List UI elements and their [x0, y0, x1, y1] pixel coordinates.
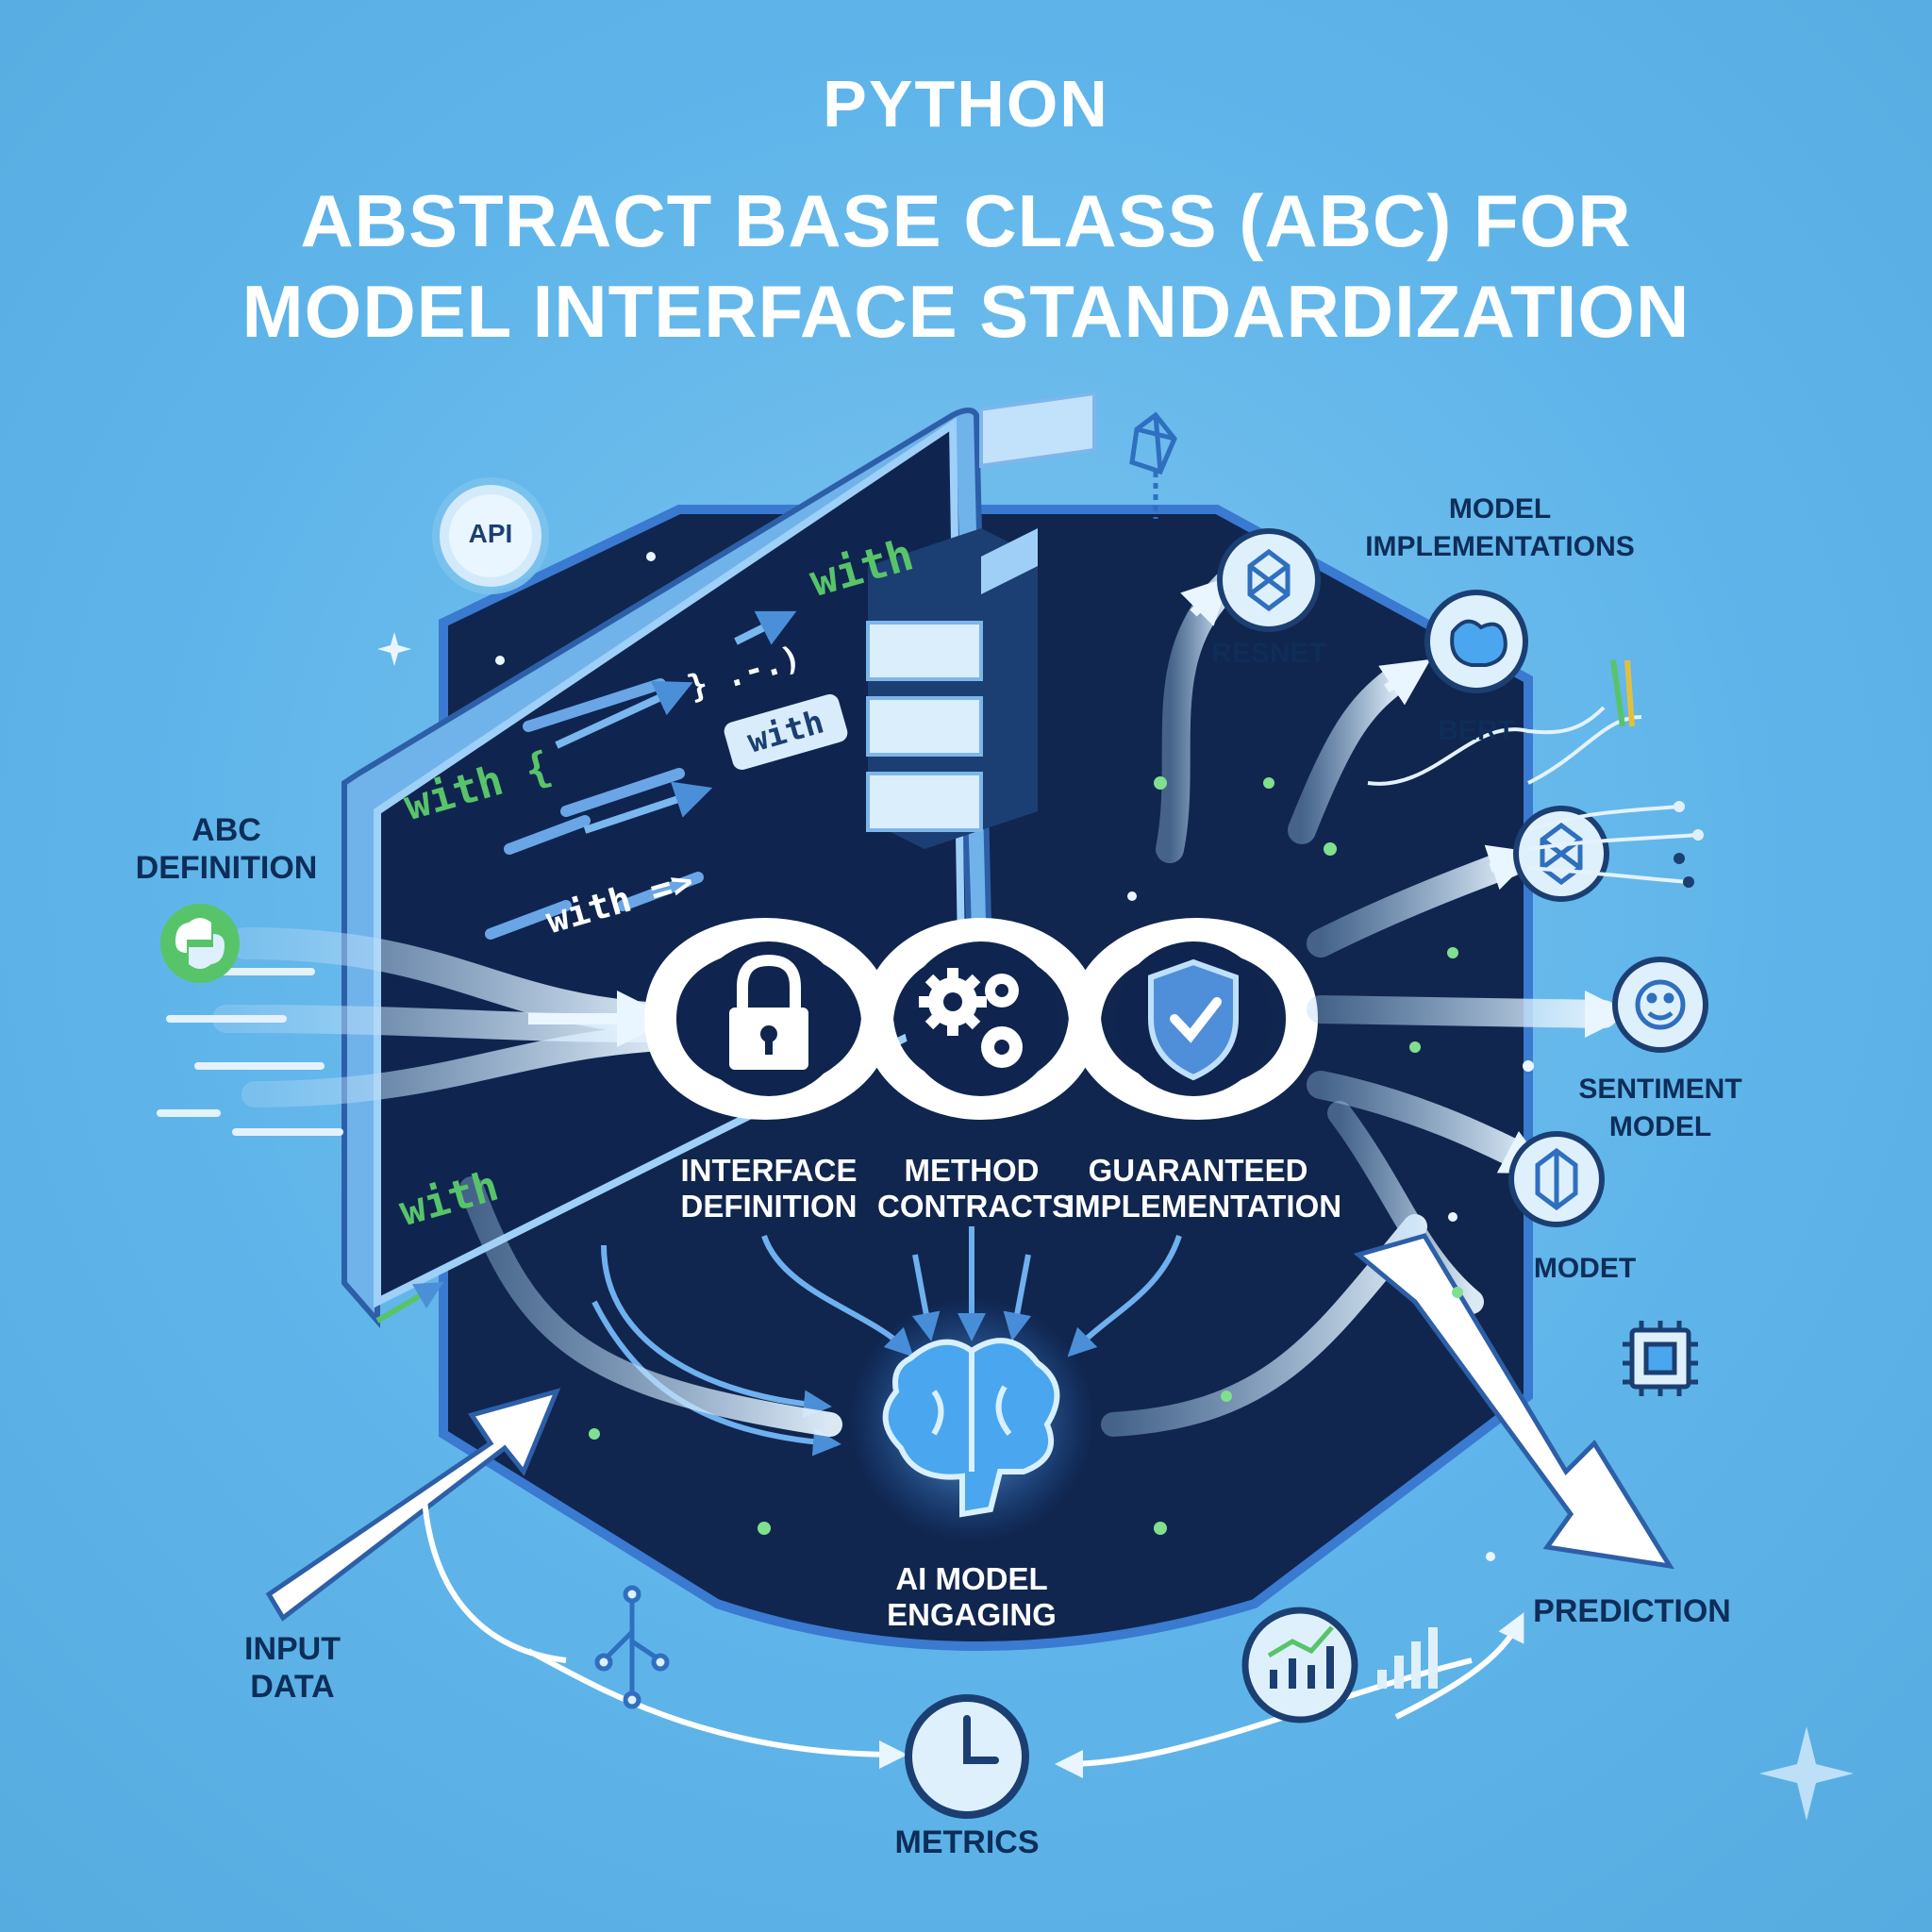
- infinity-loops: [643, 918, 1319, 1120]
- label-bert: BERT: [1438, 715, 1515, 746]
- input-data-arrow: [265, 1388, 561, 1622]
- label-ai-model-engaging: AI MODEL ENGAGING: [887, 1561, 1057, 1632]
- sparkle-icon-small: [377, 632, 411, 666]
- gears-icon: [919, 968, 1023, 1068]
- code-arrows: [555, 610, 797, 834]
- python-logo-icon: [160, 904, 240, 983]
- smiley-icon: [1635, 979, 1686, 1030]
- white-dots: [495, 552, 1534, 1561]
- prediction-arrow: [1353, 1233, 1674, 1570]
- label-input-data: INPUT DATA: [244, 1631, 341, 1705]
- api-badge: [432, 477, 549, 594]
- code-dashes: [485, 678, 704, 940]
- label-sentiment-model: SENTIMENT MODEL: [1578, 1074, 1742, 1142]
- label-abc-definition: ABC DEFINITION: [135, 812, 318, 886]
- label-metrics: METRICS: [894, 1824, 1040, 1860]
- label-method-contracts: METHOD CONTRACTS: [877, 1153, 1074, 1224]
- label-modet: MODET: [1533, 1253, 1637, 1284]
- green-arrow: [375, 1281, 444, 1324]
- brain-icon: [882, 1338, 1060, 1518]
- signal-dots: [1674, 801, 1704, 888]
- pen-icon: [1610, 659, 1635, 727]
- chip-icon: [1623, 1321, 1698, 1396]
- left-dash-lines: [157, 968, 343, 1136]
- title-block: PYTHON ABSTRACT BASE CLASS (ABC) FOR MOD…: [0, 66, 1932, 357]
- glow-dots: [589, 776, 1463, 1535]
- title-line-3: MODEL INTERFACE STANDARDIZATION: [242, 270, 1690, 353]
- server-stack: [866, 391, 1096, 849]
- title-line-1: PYTHON: [823, 67, 1109, 141]
- metrics-loop-left: [422, 1499, 896, 1755]
- lock-icon: [729, 954, 808, 1070]
- left-stream: [212, 927, 676, 1108]
- title-line-2: ABSTRACT BASE CLASS (ABC) FOR: [300, 179, 1632, 262]
- curved-line: [1367, 706, 1606, 786]
- label-interface-definition: INTERFACE DEFINITION: [680, 1153, 858, 1224]
- branch-icon: [594, 1585, 670, 1709]
- metrics-loop-up: [1394, 1612, 1524, 1720]
- label-resnet: RESNET: [1211, 638, 1326, 669]
- chart-icon: [1241, 1607, 1358, 1724]
- api-label: API: [468, 519, 513, 548]
- metrics-loop-right: [1055, 1657, 1473, 1778]
- bars-icon: [1377, 1627, 1438, 1689]
- label-model-implementations: MODEL IMPLEMENTATIONS: [1365, 493, 1635, 562]
- brain-small-icon: [1450, 619, 1507, 667]
- sparkle-icon: [1759, 1726, 1854, 1821]
- graph-network-icon: [1129, 411, 1177, 519]
- clock-icon: [905, 1694, 1029, 1819]
- label-guaranteed-implementation: GUARANTEED IMPLEMENTATION: [1066, 1153, 1342, 1224]
- label-prediction: PREDICTION: [1533, 1593, 1731, 1629]
- shield-check-icon: [1148, 958, 1239, 1081]
